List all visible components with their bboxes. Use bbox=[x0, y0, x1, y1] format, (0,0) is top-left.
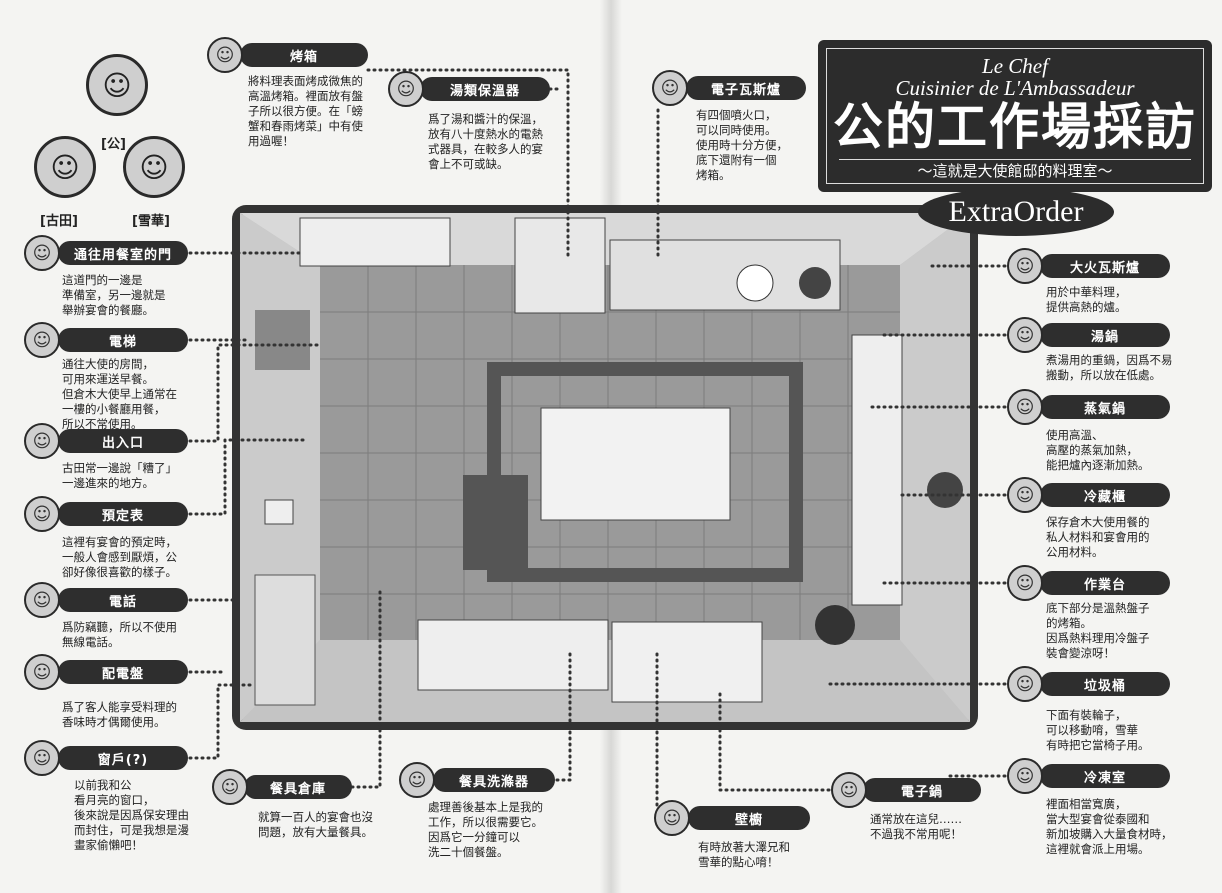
chef-face-icon: ☺ bbox=[24, 322, 60, 358]
center-island bbox=[540, 407, 731, 521]
callout-label: 電梯 bbox=[58, 328, 188, 352]
callout-description: 將料理表面烤成微焦的 高溫烤箱。裡面放有盤 子所以很方便。在「螃 蟹和春雨烤菜」… bbox=[248, 74, 363, 148]
callout-label: 蒸氣鍋 bbox=[1040, 395, 1170, 419]
callout-description: 通常放在這兒…… 不過我不常用呢！ bbox=[870, 812, 962, 841]
callout-label: 電子鍋 bbox=[863, 778, 981, 802]
furuta-face-icon: ☺ bbox=[654, 800, 690, 836]
trash-can bbox=[815, 605, 855, 645]
setsuka-face-icon: ☺ bbox=[24, 740, 60, 776]
callout-description: 處理善後基本上是我的 工作，所以很需要它。 因爲它一分鐘可以 洗二十個餐盤。 bbox=[428, 800, 543, 859]
title-en-line2: Cuisinier de L'Ambassadeur bbox=[895, 76, 1135, 100]
setsuka-face-icon: ☺ bbox=[399, 762, 435, 798]
callout-description: 以前我和公 看月亮的窗口， 後來說是因爲保安理由 而封住，可是我想是漫 畫家偷懶… bbox=[74, 778, 189, 852]
furuta-face-icon: ☺ bbox=[34, 136, 96, 198]
oven-unit bbox=[299, 217, 451, 267]
chef-face-icon: ☺ bbox=[831, 772, 867, 808]
callout-description: 下面有裝輪子， 可以移動唷，雪華 有時把它當椅子用。 bbox=[1046, 708, 1150, 752]
callout-label: 作業台 bbox=[1040, 571, 1170, 595]
character-name: [公] bbox=[101, 137, 126, 152]
title-zh: 公的工作場採訪 bbox=[833, 98, 1197, 156]
dish-washer bbox=[417, 619, 609, 691]
furuta-face-icon: ☺ bbox=[1007, 666, 1043, 702]
callout-label: 大火瓦斯爐 bbox=[1040, 254, 1170, 278]
chef-face-icon: ☺ bbox=[24, 423, 60, 459]
callout-description: 爲了湯和醬汁的保溫， 放有八十度熱水的電熱 式器具，在較多人的宴 會上不可或缺。 bbox=[428, 112, 543, 171]
callout-label: 配電盤 bbox=[58, 660, 188, 684]
callout-description: 古田常一邊說「糟了」 一邊進來的地方。 bbox=[62, 461, 177, 490]
furuta-face-icon: ☺ bbox=[1007, 477, 1043, 513]
callout-label: 出入口 bbox=[58, 429, 188, 453]
chef-face-icon: ☺ bbox=[86, 54, 148, 116]
callout-description: 煮湯用的重鍋，因爲不易 搬動，所以放在低處。 bbox=[1046, 353, 1173, 382]
callout-label: 壁櫥 bbox=[688, 806, 810, 830]
callout-label: 電話 bbox=[58, 588, 188, 612]
fridge-unit bbox=[851, 334, 903, 606]
door bbox=[254, 574, 316, 706]
furuta-face-icon: ☺ bbox=[24, 582, 60, 618]
callout-label: 電子瓦斯爐 bbox=[686, 76, 806, 100]
setsuka-face-icon: ☺ bbox=[24, 654, 60, 690]
title-panel: Le Chef Cuisinier de L'Ambassadeur 公的工作場… bbox=[818, 40, 1212, 192]
chef-face-icon: ☺ bbox=[388, 71, 424, 107]
chef-face-icon: ☺ bbox=[207, 37, 243, 73]
callout-label: 冷藏櫃 bbox=[1040, 483, 1170, 507]
character-name: [雪華] bbox=[132, 214, 170, 229]
callout-description: 這道門的一邊是 準備室，另一邊就是 舉辦宴會的餐廳。 bbox=[62, 273, 166, 317]
floor-mat-ring bbox=[487, 362, 803, 582]
callout-description: 就算一百人的宴會也沒 問題，放有大量餐具。 bbox=[258, 810, 373, 839]
soup-warmer bbox=[514, 217, 606, 314]
callout-description: 底下部分是溫熱盤子 的烤箱。 因爲熱料理用冷盤子 裝會變涼呀！ bbox=[1046, 601, 1150, 660]
callout-label: 冷凍室 bbox=[1040, 764, 1170, 788]
callout-description: 使用高溫、 高壓的蒸氣加熱， 能把爐內逐漸加熱。 bbox=[1046, 428, 1150, 472]
setsuka-face-icon: ☺ bbox=[1007, 565, 1043, 601]
schedule-board bbox=[264, 499, 294, 525]
callout-label: 預定表 bbox=[58, 502, 188, 526]
setsuka-face-icon: ☺ bbox=[123, 136, 185, 198]
character-legend: ☺ [公] ☺ [古田] ☺ [雪華] bbox=[20, 40, 200, 230]
callout-label: 湯鍋 bbox=[1040, 323, 1170, 347]
callout-description: 通往大使的房間， 可用來運送早餐。 但倉木大使早上通常在 一樓的小餐廳用餐， 所… bbox=[62, 357, 177, 431]
setsuka-face-icon: ☺ bbox=[24, 235, 60, 271]
chef-face-icon: ☺ bbox=[1007, 389, 1043, 425]
setsuka-face-icon: ☺ bbox=[1007, 317, 1043, 353]
callout-description: 保存倉木大使用餐的 私人材料和宴會用的 公用材料。 bbox=[1046, 515, 1150, 559]
setsuka-face-icon: ☺ bbox=[652, 70, 688, 106]
callout-label: 窗戶(?) bbox=[58, 746, 188, 770]
callout-description: 這裡有宴會的預定時， 一般人會感到厭煩，公 卻好像很喜歡的樣子。 bbox=[62, 535, 177, 579]
floor-mat bbox=[463, 475, 528, 570]
title-subtitle: ～這就是大使館邸的料理室～ bbox=[839, 159, 1191, 181]
callout-description: 爲防竊聽，所以不使用 無線電話。 bbox=[62, 620, 177, 649]
callout-label: 湯類保溫器 bbox=[420, 77, 550, 101]
callout-description: 有時放著大澤兄和 雪華的點心唷！ bbox=[698, 840, 790, 869]
callout-description: 裡面相當寬廣， 當大型宴會從泰國和 新加坡購入大量食材時， 這裡就會派上用場。 bbox=[1046, 797, 1173, 856]
chef-face-icon: ☺ bbox=[1007, 248, 1043, 284]
furuta-face-icon: ☺ bbox=[1007, 758, 1043, 794]
callout-label: 垃圾桶 bbox=[1040, 672, 1170, 696]
chef-face-icon: ☺ bbox=[212, 769, 248, 805]
callout-label: 通往用餐室的門 bbox=[58, 241, 188, 265]
leader-lines bbox=[188, 68, 1007, 807]
callout-label: 烤箱 bbox=[240, 43, 368, 67]
right-wall bbox=[900, 213, 970, 722]
work-table bbox=[611, 621, 763, 703]
setsuka-face-icon: ☺ bbox=[24, 496, 60, 532]
extra-order-badge: ExtraOrder bbox=[918, 188, 1114, 236]
callout-label: 餐具洗滌器 bbox=[433, 768, 555, 792]
title-en-line1: Le Chef bbox=[982, 54, 1048, 78]
character-name: [古田] bbox=[40, 214, 78, 229]
callout-description: 用於中華料理， 提供高熱的爐。 bbox=[1046, 285, 1127, 314]
callout-description: 爲了客人能享受料理的 香味時才偶爾使用。 bbox=[62, 700, 177, 729]
window-panel bbox=[255, 310, 310, 370]
callout-label: 餐具倉庫 bbox=[244, 775, 352, 799]
callout-description: 有四個噴火口， 可以同時使用。 使用時十分方便， 底下還附有一個 烤箱。 bbox=[696, 108, 788, 182]
